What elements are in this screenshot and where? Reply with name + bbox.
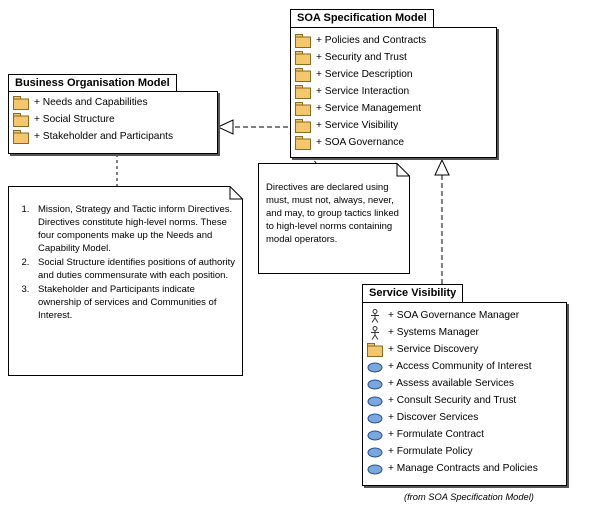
folder-icon bbox=[367, 343, 383, 357]
use-case-icon bbox=[367, 396, 383, 407]
use-case-icon bbox=[367, 464, 383, 475]
package-item[interactable]: + Service Description bbox=[295, 67, 413, 83]
package-item[interactable]: + Needs and Capabilities bbox=[13, 95, 148, 111]
use-case-label: + Formulate Contract bbox=[388, 429, 484, 440]
package-title: SOA Specification Model bbox=[290, 9, 434, 28]
note-left-item: Social Structure identifies positions of… bbox=[32, 256, 235, 282]
folder-icon bbox=[13, 130, 29, 144]
package-item[interactable]: + SOA Governance bbox=[295, 135, 404, 151]
package-item-label: + Service Description bbox=[316, 69, 413, 80]
dependency-arrowhead-2 bbox=[434, 158, 450, 176]
package-item[interactable]: + Stakeholder and Participants bbox=[13, 129, 173, 145]
note-right: Directives are declared using must, must… bbox=[258, 163, 410, 274]
note-left-item: Mission, Strategy and Tactic inform Dire… bbox=[32, 203, 235, 255]
use-case-item[interactable]: + Assess available Services bbox=[367, 376, 514, 392]
folder-icon bbox=[295, 51, 311, 65]
package-item[interactable]: + Service Management bbox=[295, 101, 421, 117]
package-item[interactable]: + Service Discovery bbox=[367, 342, 478, 358]
package-item-label: + Social Structure bbox=[34, 114, 115, 125]
folder-icon bbox=[295, 119, 311, 133]
folder-icon bbox=[295, 68, 311, 82]
package-title: Service Visibility bbox=[362, 284, 464, 303]
use-case-item[interactable]: + Formulate Policy bbox=[367, 444, 473, 460]
service-visibility-package[interactable]: Service Visibility + SOA Governance Mana… bbox=[362, 284, 567, 486]
use-case-label: + Formulate Policy bbox=[388, 446, 473, 457]
folder-icon bbox=[13, 96, 29, 110]
business-organisation-model-package[interactable]: Business Organisation Model + Needs and … bbox=[8, 74, 218, 154]
actor-label: + Systems Manager bbox=[388, 327, 479, 338]
package-item-label: + Needs and Capabilities bbox=[34, 97, 148, 108]
use-case-item[interactable]: + Manage Contracts and Policies bbox=[367, 461, 538, 477]
use-case-icon bbox=[367, 430, 383, 441]
package-item-label: + Service Visibility bbox=[316, 120, 399, 131]
note-right-text: Directives are declared using must, must… bbox=[266, 182, 399, 245]
soa-specification-model-package[interactable]: SOA Specification Model + Policies and C… bbox=[290, 9, 497, 158]
folder-icon bbox=[295, 34, 311, 48]
actor-item[interactable]: + SOA Governance Manager bbox=[367, 308, 519, 324]
use-case-icon bbox=[367, 413, 383, 424]
package-item-label: + Stakeholder and Participants bbox=[34, 131, 174, 142]
note-shape bbox=[8, 186, 243, 376]
package-body: + Policies and Contracts + Security and … bbox=[290, 27, 497, 158]
actor-item[interactable]: + Systems Manager bbox=[367, 325, 479, 341]
note-left: Mission, Strategy and Tactic inform Dire… bbox=[8, 186, 243, 376]
folder-icon bbox=[13, 113, 29, 127]
note-left-item: Stakeholder and Participants indicate ow… bbox=[32, 283, 235, 322]
use-case-icon bbox=[367, 447, 383, 458]
actor-icon bbox=[371, 309, 379, 323]
package-item-label: + Service Interaction bbox=[316, 86, 410, 97]
package-item-label: + Service Management bbox=[316, 103, 422, 114]
actor-label: + SOA Governance Manager bbox=[388, 310, 520, 321]
folder-icon bbox=[295, 85, 311, 99]
use-case-item[interactable]: + Consult Security and Trust bbox=[367, 393, 516, 409]
use-case-item[interactable]: + Access Community of Interest bbox=[367, 359, 532, 375]
package-item[interactable]: + Service Interaction bbox=[295, 84, 409, 100]
package-item-label: + Security and Trust bbox=[316, 52, 407, 63]
use-case-label: + Consult Security and Trust bbox=[388, 395, 517, 406]
use-case-label: + Assess available Services bbox=[388, 378, 514, 389]
package-item[interactable]: + Security and Trust bbox=[295, 50, 407, 66]
package-item[interactable]: + Social Structure bbox=[13, 112, 115, 128]
folder-icon bbox=[295, 102, 311, 116]
package-item-label: + Service Discovery bbox=[388, 344, 479, 355]
package-body: + Needs and Capabilities + Social Struct… bbox=[8, 91, 218, 154]
use-case-label: + Manage Contracts and Policies bbox=[388, 463, 538, 474]
dependency-arrowhead bbox=[216, 119, 234, 135]
package-item-label: + Policies and Contracts bbox=[316, 35, 427, 46]
folder-icon bbox=[295, 136, 311, 150]
use-case-item[interactable]: + Formulate Contract bbox=[367, 427, 484, 443]
note-shape bbox=[258, 163, 410, 274]
use-case-icon bbox=[367, 362, 383, 373]
package-title: Business Organisation Model bbox=[8, 74, 177, 93]
use-case-icon bbox=[367, 379, 383, 390]
package-item-label: + SOA Governance bbox=[316, 137, 405, 148]
use-case-label: + Discover Services bbox=[388, 412, 479, 423]
package-origin-caption: (from SOA Specification Model) bbox=[404, 492, 534, 502]
note-left-list: Mission, Strategy and Tactic inform Dire… bbox=[10, 203, 235, 322]
package-body: + SOA Governance Manager + Systems Manag… bbox=[362, 302, 567, 486]
actor-icon bbox=[371, 326, 379, 340]
use-case-label: + Access Community of Interest bbox=[388, 361, 532, 372]
use-case-item[interactable]: + Discover Services bbox=[367, 410, 478, 426]
package-item[interactable]: + Policies and Contracts bbox=[295, 33, 426, 49]
package-item[interactable]: + Service Visibility bbox=[295, 118, 398, 134]
